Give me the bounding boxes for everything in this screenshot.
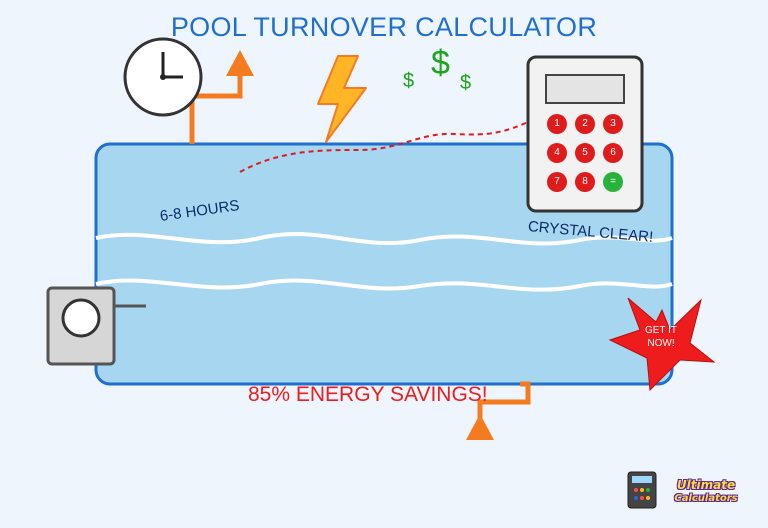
dollar-sign-large: $ (431, 44, 450, 82)
dashed-flow-line (239, 121, 529, 173)
energy-savings-label: 85% ENERGY SAVINGS! (248, 383, 488, 406)
dollar-sign-small-left: $ (403, 70, 415, 92)
calculator-key-5: 5 (582, 147, 588, 158)
lightning-icon (317, 55, 367, 143)
calculator-key-3: 3 (610, 118, 616, 129)
logo-calculator-icon (627, 471, 657, 509)
wave-top (95, 231, 673, 246)
clock-pipe (189, 72, 243, 144)
dollar-sign-small-right: $ (460, 72, 472, 94)
page-title: POOL TURNOVER CALCULATOR (170, 12, 598, 42)
calculator-key-1: 1 (554, 118, 560, 129)
logo-line-1: Ultimate (676, 478, 736, 492)
clock-icon (123, 37, 203, 117)
calculator-key-6: 6 (610, 147, 616, 158)
arrow-up-icon (226, 50, 254, 76)
calculator-key-4: 4 (554, 147, 560, 158)
cta-line-1: GET IT (644, 325, 678, 336)
wave-bottom (95, 278, 673, 292)
logo: Ultimate Calculators (664, 478, 748, 506)
pump-icon (46, 286, 146, 366)
bottom-pipe (477, 381, 531, 420)
calculator-key-7: 7 (554, 176, 560, 187)
calculator-icon (526, 55, 644, 213)
starburst-icon[interactable] (608, 297, 716, 392)
calculator-key-2: 2 (582, 118, 588, 129)
calculator-key-equals: = (610, 176, 616, 187)
cta-label[interactable]: GET IT NOW! (636, 324, 686, 350)
arrow-up-icon-bottom (466, 414, 494, 440)
logo-line-2: Calculators (674, 493, 738, 504)
calculator-key-8: 8 (582, 176, 588, 187)
cta-line-2: NOW! (647, 338, 675, 349)
